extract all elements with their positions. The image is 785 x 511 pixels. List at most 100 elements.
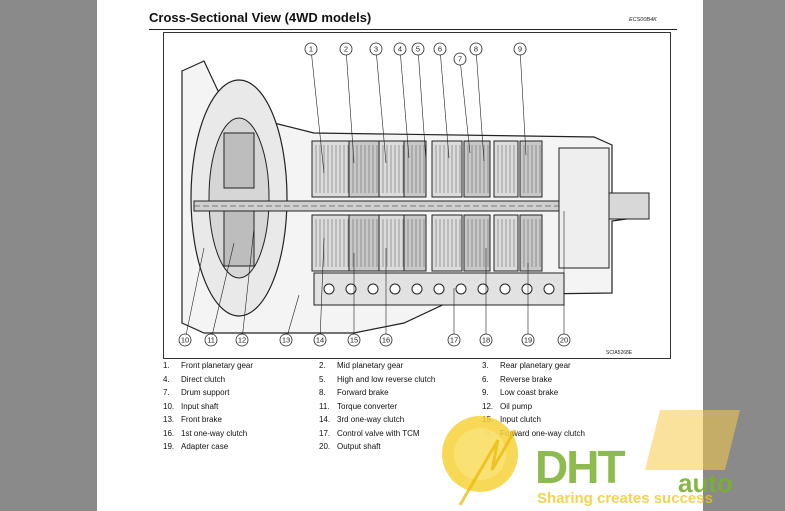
callout-circle <box>447 333 461 347</box>
callout-circle <box>369 42 383 56</box>
callout-leader <box>399 48 410 159</box>
callout-number: 14 <box>316 336 324 345</box>
callout-leader <box>345 48 355 164</box>
clutch-pack-upper <box>311 140 351 198</box>
callout-circle <box>178 333 192 347</box>
legend-row: 4.Direct clutch 5.High and low reverse cl… <box>163 375 663 389</box>
callout-circle <box>453 52 467 66</box>
legend-item: 11. Torque converter <box>319 402 397 411</box>
callout-leader <box>184 247 205 341</box>
legend-item-label: Forward brake <box>337 388 389 397</box>
clutch-pack-lower <box>403 214 427 272</box>
callout-circle <box>279 333 293 347</box>
callout-number: 1 <box>309 45 313 54</box>
callout-circle <box>411 42 425 56</box>
legend-item-label: Low coast brake <box>500 388 559 397</box>
callout-circle <box>313 333 327 347</box>
legend-item-label: Mid planetary gear <box>337 361 404 370</box>
legend-item-number: 13. <box>163 415 175 424</box>
callout-leader <box>417 48 427 162</box>
clutch-pack-upper <box>519 140 543 198</box>
clutch-pack-upper <box>403 140 427 198</box>
legend-item: 2. Mid planetary gear <box>319 361 403 370</box>
clutch-pack-upper <box>378 140 408 198</box>
legend-item-number: 3. <box>482 361 489 370</box>
adapter-case-shape <box>558 147 610 269</box>
valve-port <box>455 283 467 295</box>
legend-item-number: 16. <box>163 428 175 438</box>
legend-item-number: 9. <box>482 388 489 397</box>
legend-item-label: Rear planetary gear <box>500 361 571 370</box>
clutch-pack-lower <box>431 214 463 272</box>
legend-item-number: 2. <box>319 361 326 370</box>
callout-number: 5 <box>416 45 420 54</box>
valve-port <box>433 283 445 295</box>
legend-item-label: 1st one-way clutch <box>181 428 248 438</box>
callout-leader <box>459 58 471 154</box>
clutch-pack-lower <box>519 214 543 272</box>
legend-item-label: Control valve with TCM <box>337 428 420 438</box>
legend-item: 10.Input shaft <box>163 402 218 411</box>
clutch-pack-lower <box>348 214 380 272</box>
callout-leader <box>285 294 300 341</box>
clutch-pack-upper <box>348 140 380 198</box>
callout-circle <box>204 333 218 347</box>
manual-page: Cross-Sectional View (4WD models) ECS00B… <box>97 0 703 511</box>
callout-leader <box>319 237 325 341</box>
callout-circle <box>235 333 249 347</box>
legend-item-number: 14. <box>319 415 331 424</box>
legend-item: 7. Drum support <box>163 388 229 397</box>
legend-item: 20. Output shaft <box>319 442 381 451</box>
callout-number: 9 <box>518 45 522 54</box>
legend-item: 4.Direct clutch <box>163 375 225 384</box>
legend-item-label: 3rd one-way clutch <box>337 415 405 424</box>
valve-port <box>543 283 555 295</box>
legend-item-number: 1. <box>163 361 170 370</box>
legend-item-label: Torque converter <box>337 401 398 411</box>
valve-port <box>367 283 379 295</box>
legend-item: 3. Rear planetary gear <box>482 361 571 370</box>
clutch-pack-lower <box>311 214 351 272</box>
legend-item: 6.Reverse brake <box>482 375 552 384</box>
legend-item: 12.Oil pump <box>482 402 532 411</box>
legend-item-label: Direct clutch <box>181 374 226 384</box>
legend-item-number: 17. <box>319 428 331 438</box>
legend-item-number: 6. <box>482 374 489 384</box>
callout-number: 11 <box>207 336 215 345</box>
legend-item-number: 19. <box>163 442 175 451</box>
legend-item: 9. Low coast brake <box>482 388 558 397</box>
transmission-body <box>181 60 650 334</box>
legend-item-number: 7. <box>163 388 170 397</box>
callout-circle <box>479 333 493 347</box>
converter-turbine-top <box>223 132 255 189</box>
legend-item-label: Output shaft <box>337 442 381 451</box>
callout-circle <box>379 333 393 347</box>
callout-number: 15 <box>350 336 358 345</box>
legend-row: 10.Input shaft 11. Torque converter 12.Oil … <box>163 402 663 416</box>
legend-item: 18.Forward one-way clutch <box>482 429 585 438</box>
legend-item: 16. 1st one-way clutch <box>163 429 247 438</box>
callout-circle <box>393 42 407 56</box>
callout-number: 4 <box>398 45 402 54</box>
legend-item-label: Drum support <box>181 388 230 397</box>
clutch-pack-upper <box>431 140 463 198</box>
legend-item-number: 11. <box>319 401 330 411</box>
callout-number: 2 <box>344 45 348 54</box>
legend-item-number: 20. <box>319 442 331 451</box>
valve-port <box>521 283 533 295</box>
callout-number: 10 <box>181 336 189 345</box>
legend-item: 5.High and low reverse clutch <box>319 375 435 384</box>
legend-item-label: High and low reverse clutch <box>337 374 436 384</box>
clutch-pack-upper <box>463 140 491 198</box>
valve-port <box>323 283 335 295</box>
callout-circle <box>557 333 571 347</box>
callout-circle <box>469 42 483 56</box>
reference-code: ECS00B4K <box>629 17 657 23</box>
clutch-pack-lower <box>463 214 491 272</box>
callout-number: 19 <box>524 336 532 345</box>
